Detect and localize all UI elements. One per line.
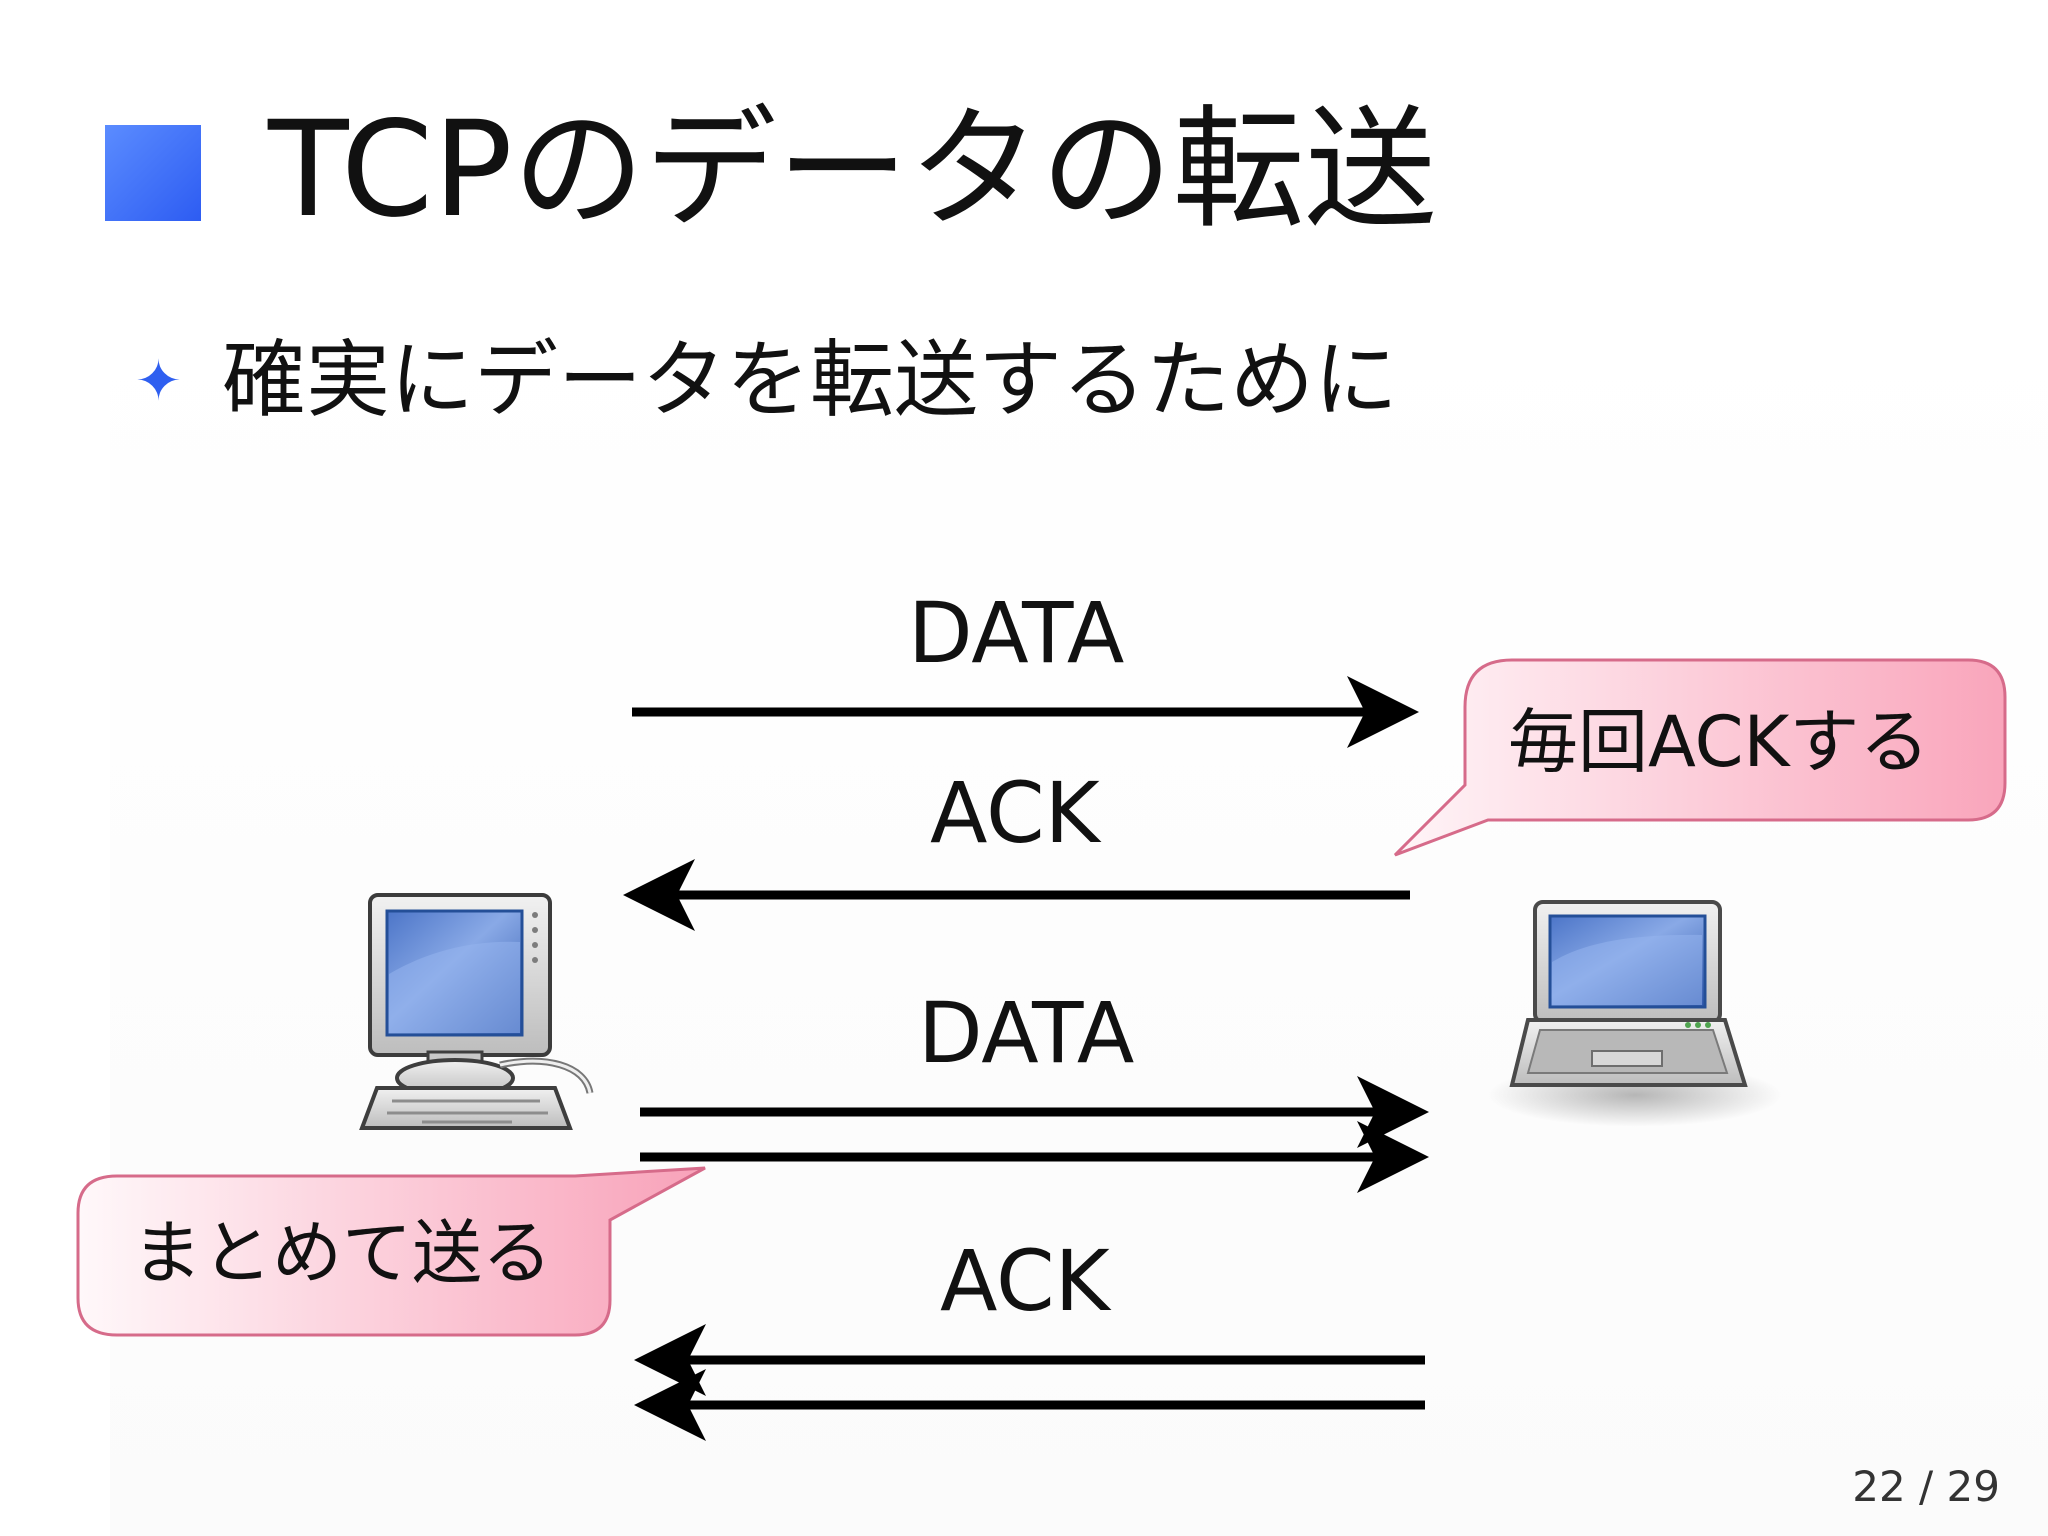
four-point-star-icon: ✦ xyxy=(135,349,182,414)
second-ack-label: ACK xyxy=(940,1232,1110,1330)
page-number: 22 / 29 xyxy=(1852,1462,2000,1512)
send-together-callout xyxy=(76,1166,706,1337)
desktop-computer-icon xyxy=(359,893,594,1130)
laptop-icon xyxy=(1487,900,1783,1127)
total-page-number: 29 xyxy=(1946,1462,2000,1511)
first-data-label: DATA xyxy=(908,584,1125,682)
slide-title: TCPのデータの転送 xyxy=(268,93,1437,247)
title-square-icon xyxy=(105,125,201,221)
second-data-label: DATA xyxy=(918,984,1135,1082)
first-ack-label: ACK xyxy=(930,764,1100,862)
send-together-callout-text: まとめて送る xyxy=(132,1212,552,1294)
current-page-number: 22 xyxy=(1852,1462,1906,1511)
ack-each-time-callout xyxy=(1393,658,2007,857)
bullet-text: 確実にデータを転送するために xyxy=(222,331,1399,429)
page-separator: / xyxy=(1905,1462,1947,1511)
ack-each-time-callout-text: 毎回ACKする xyxy=(1508,701,1930,783)
